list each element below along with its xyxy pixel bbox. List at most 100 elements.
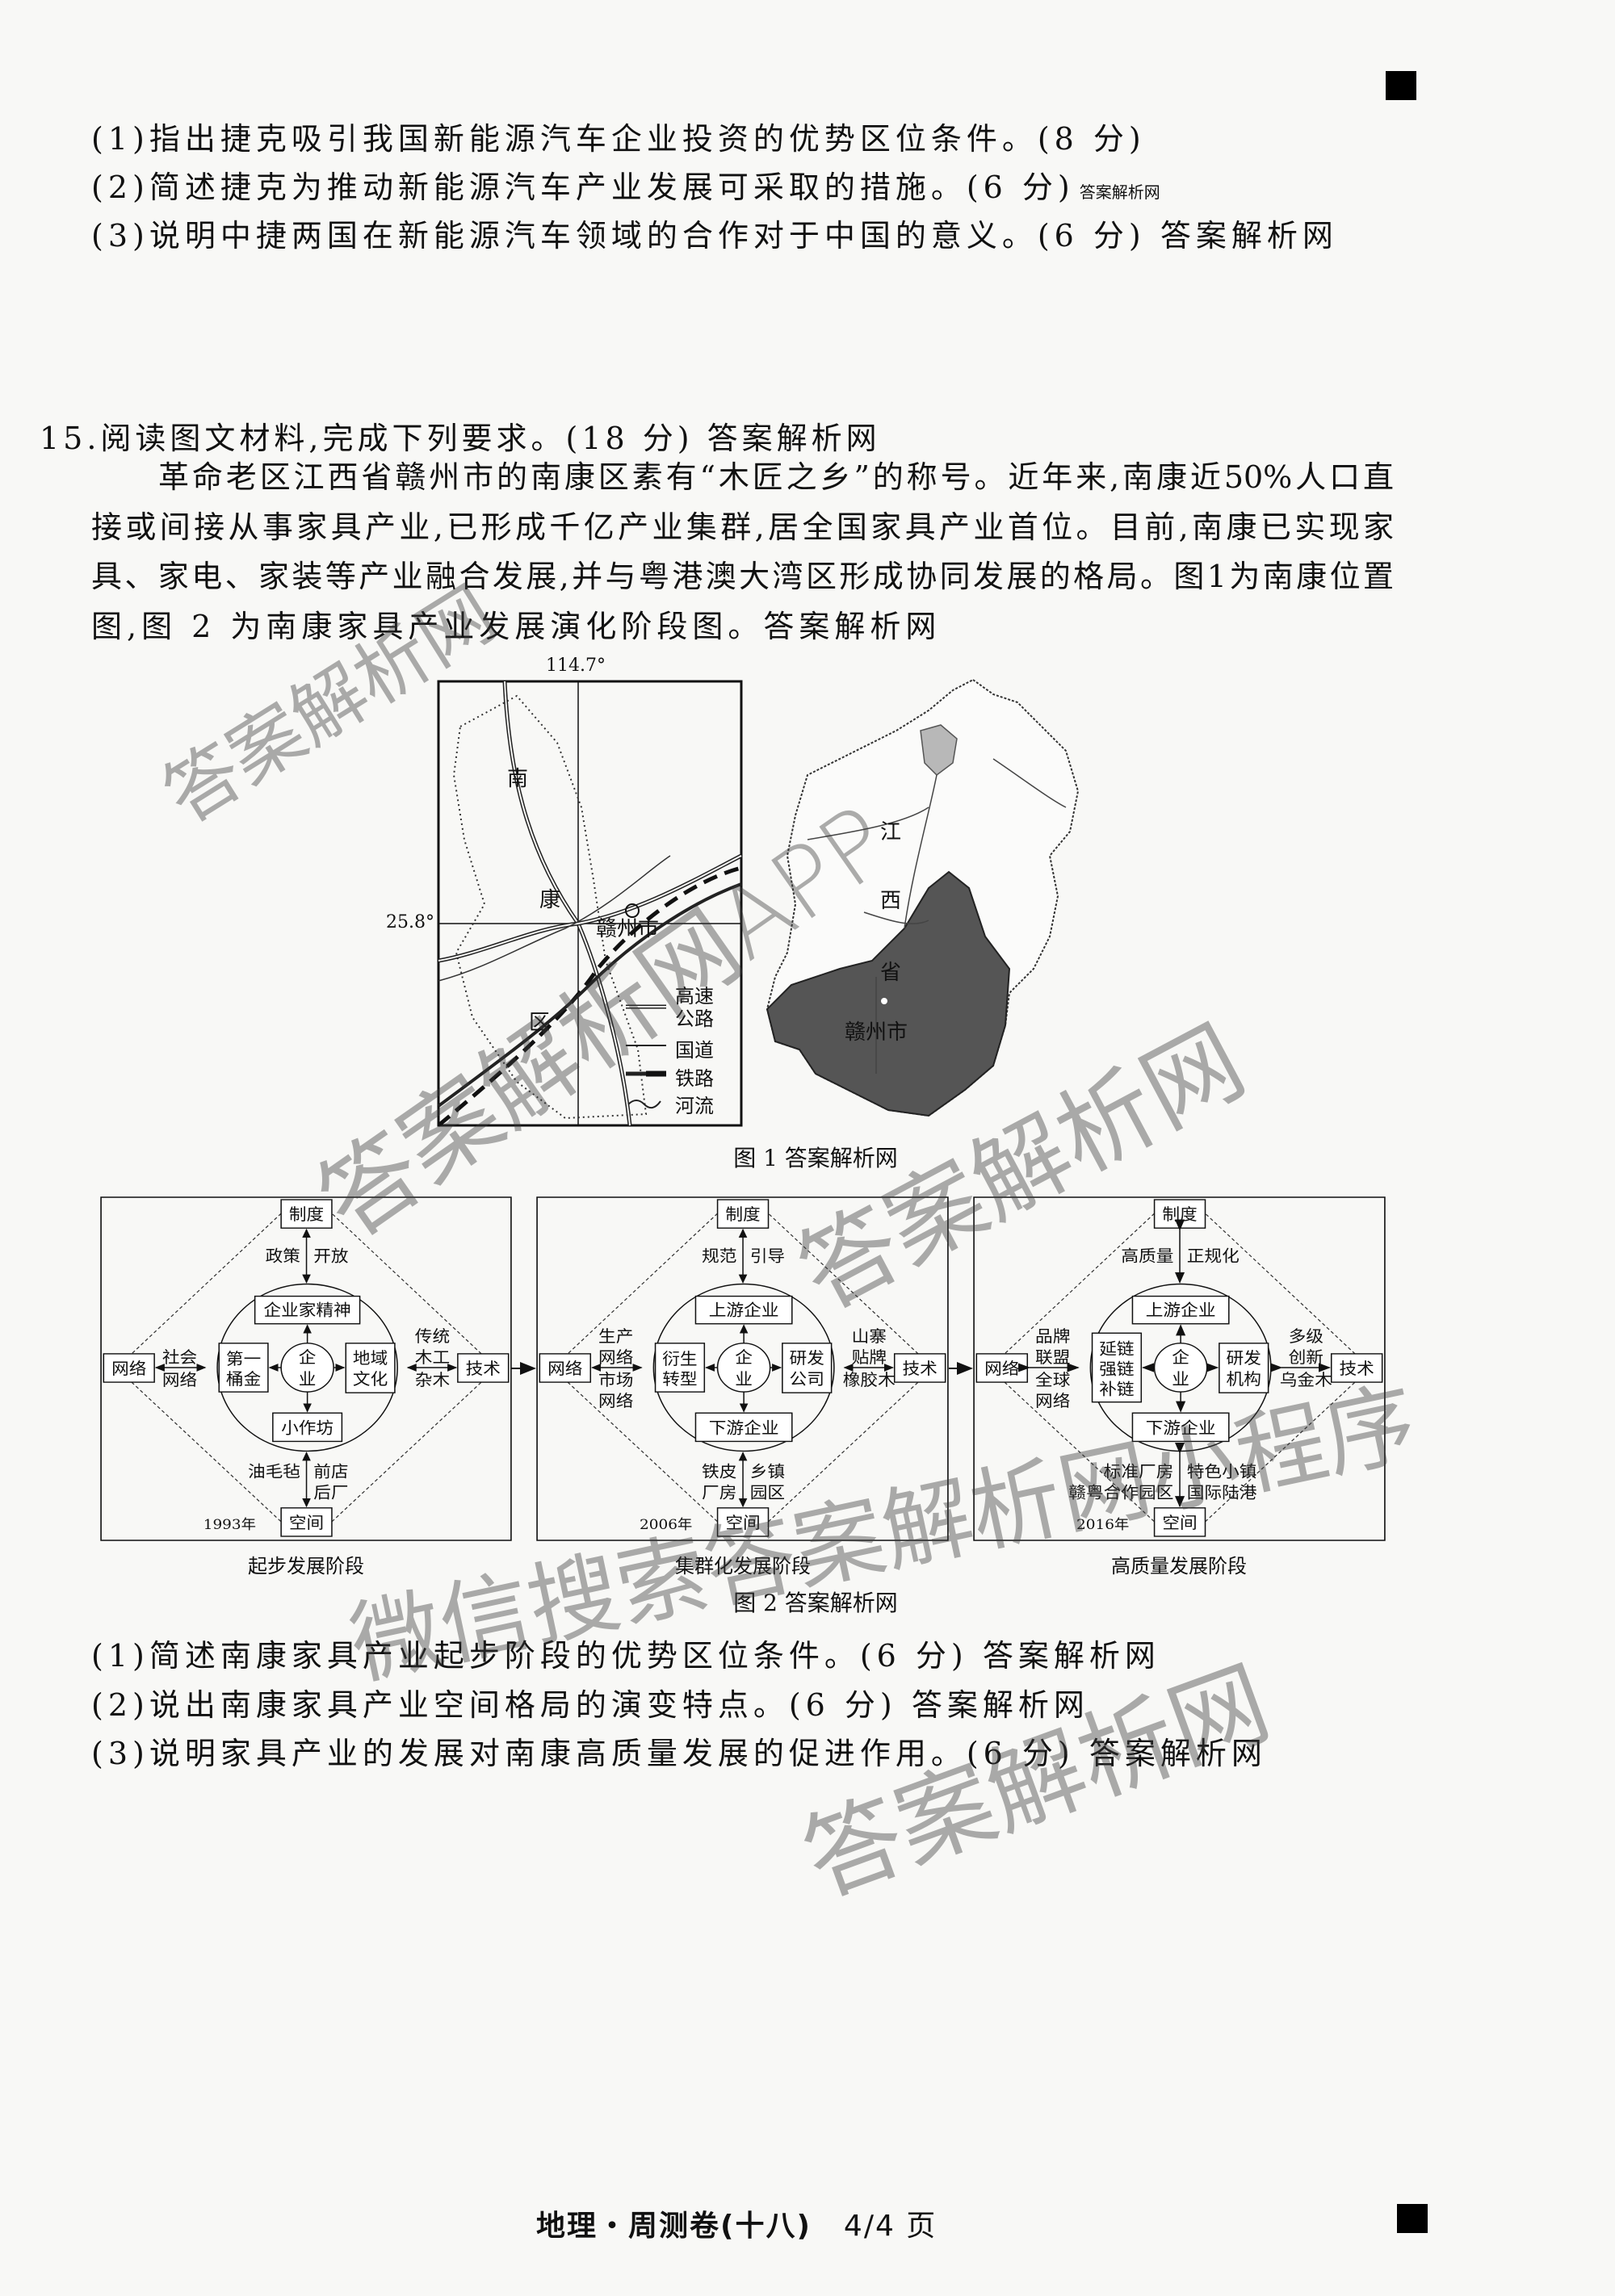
prev-question-2: (2)简述捷克为推动新能源汽车产业发展可采取的措施。(6 分)答案解析网 [91,170,1160,210]
left-relation-label: 品牌 [1035,1327,1070,1346]
highway-2 [437,882,742,1108]
space-label: 空间 [725,1514,760,1532]
technology-label: 技术 [1340,1360,1374,1378]
inner-top-label: 企业家精神 [264,1301,351,1319]
longitude-label: 114.7° [546,656,606,676]
legend-highway: 高速公路 [675,985,714,1030]
stage-label-3: 高质量发展阶段 [1111,1555,1247,1577]
sub-question-1: (1)简述南康家具产业起步阶段的优势区位条件。(6 分) 答案解析网 [91,1638,1160,1674]
province-char-2: 西 [880,889,902,913]
left-relation-label: 联盟 [1035,1348,1070,1367]
space-label: 空间 [1162,1514,1197,1532]
bottom-right-label: 乡镇 [750,1462,785,1481]
inner-bottom-box [694,1412,793,1443]
panel-frame [973,1196,1386,1541]
inner-left-label: 强链 [1099,1360,1134,1378]
inner-right-box [345,1343,396,1393]
figure-1-map [437,678,1080,1127]
stage-panel-1: 制度政策开放企业企业家精神小作坊第一桶金地域文化网络社会网络技术传统木工杂木油毛… [100,1196,512,1541]
panel-frame [100,1196,512,1541]
institution-label: 制度 [289,1205,324,1224]
inner-bottom-box [1131,1412,1230,1443]
top-left-label: 高质量 [1121,1246,1173,1265]
technology-box [1330,1353,1383,1383]
bottom-right-label: 园区 [750,1483,785,1502]
material-line-1: 革命老区江西省赣州市的南康区素有“木匠之乡”的称号。近年来,南康近50%人口直 [158,459,1394,495]
latitude-label: 25.8° [386,912,434,932]
network-label: 网络 [547,1360,582,1378]
inner-left-label: 转型 [662,1370,697,1389]
top-right-label: 开放 [313,1246,348,1265]
legend-river: 河流 [675,1095,714,1117]
question-15-title: 15.阅读图文材料,完成下列要求。(18 分) 答案解析网 [40,421,881,456]
dashed-diamond [567,1213,919,1523]
right-relation-label: 橡胶木 [843,1371,896,1389]
left-relation-label: 网络 [598,1392,633,1410]
right-relation-label: 山寨 [852,1327,887,1346]
bottom-left-label: 油毛毡 [248,1462,300,1481]
page-number: 4/4 页 [843,2210,938,2243]
right-relation-label: 创新 [1289,1348,1323,1367]
legend-national-road: 国道 [675,1039,714,1062]
figure-1-caption: 图 1 答案解析网 [733,1145,898,1171]
inner-left-label: 第一 [226,1350,261,1368]
inner-right-box [1219,1343,1269,1393]
inner-bottom-label: 下游企业 [709,1418,779,1437]
stage-panel-3: 制度高质量正规化企业上游企业下游企业延链强链补链研发机构网络品牌联盟全球网络技术… [973,1196,1386,1541]
inner-right-label: 公司 [790,1370,824,1389]
left-relation-label: 全球 [1035,1371,1070,1389]
corner-marker [1386,71,1416,100]
province-char-1: 江 [880,820,902,844]
legend-text: 公路 [675,1008,714,1030]
institution-box [280,1199,333,1229]
right-relation-label: 杂木 [415,1371,450,1389]
top-left-label: 规范 [702,1246,736,1265]
city-marker [625,903,640,918]
bottom-right-label: 前店 [313,1462,348,1481]
inner-right-label: 文化 [353,1370,388,1389]
inner-bottom-label: 小作坊 [281,1418,333,1437]
material-line-4: 图,图 2 为南康家具产业发展演化阶段图。答案解析网 [91,609,942,644]
river [438,855,671,982]
watermark-suffix: 答案解析网 [1079,182,1160,202]
question-text: (3)说明中捷两国在新能源汽车领域的合作对于中国的意义。(6 分) [91,218,1146,253]
institution-box [716,1199,770,1229]
bottom-right-label: 后厂 [313,1483,348,1502]
space-box [280,1507,333,1537]
district-char-1: 南 [507,767,529,791]
inner-top-label: 上游企业 [1146,1301,1216,1319]
internal-boundaries [807,758,1067,1074]
inner-top-box [694,1295,793,1325]
right-relation-label: 木工 [415,1348,450,1367]
enterprise-circle [652,1283,835,1452]
top-right-label: 正规化 [1187,1246,1240,1265]
district-char-3: 区 [529,1011,551,1035]
prev-question-1: (1)指出捷克吸引我国新能源汽车企业投资的优势区位条件。(8 分) [91,121,1146,157]
inner-left-box [1091,1332,1143,1403]
question-text: (2)简述捷克为推动新能源汽车产业发展可采取的措施。(6 分) [91,170,1075,205]
stage-label-1: 起步发展阶段 [248,1555,364,1577]
district-boundary [452,694,648,1120]
panel-frame [536,1196,949,1541]
inner-bottom-label: 下游企业 [1146,1418,1216,1437]
ganzhou-region [766,870,1011,1117]
nankang-location-map [437,680,743,1127]
footer-title: 地理・周测卷(十八) [536,2210,812,2243]
inner-left-label: 衍生 [662,1350,697,1368]
figure-2-caption: 图 2 答案解析网 [733,1590,898,1616]
inner-bottom-box [272,1412,343,1443]
inner-right-label: 机构 [1227,1370,1261,1389]
inner-top-label: 上游企业 [709,1301,779,1319]
left-relation-label: 社会 [162,1348,197,1367]
legend-text: 高速 [675,985,714,1008]
question-text: (1)指出捷克吸引我国新能源汽车企业投资的优势区位条件。(8 分) [91,121,1146,157]
technology-label: 技术 [466,1360,501,1378]
map-frame [437,680,743,1127]
year-label: 1993年 [203,1517,256,1533]
left-relation-label: 网络 [162,1371,197,1389]
inner-top-box [1131,1295,1230,1325]
technology-label: 技术 [903,1360,938,1378]
province-char-3: 省 [880,961,902,985]
top-left-label: 政策 [266,1246,300,1265]
poyang-lake [920,724,958,776]
